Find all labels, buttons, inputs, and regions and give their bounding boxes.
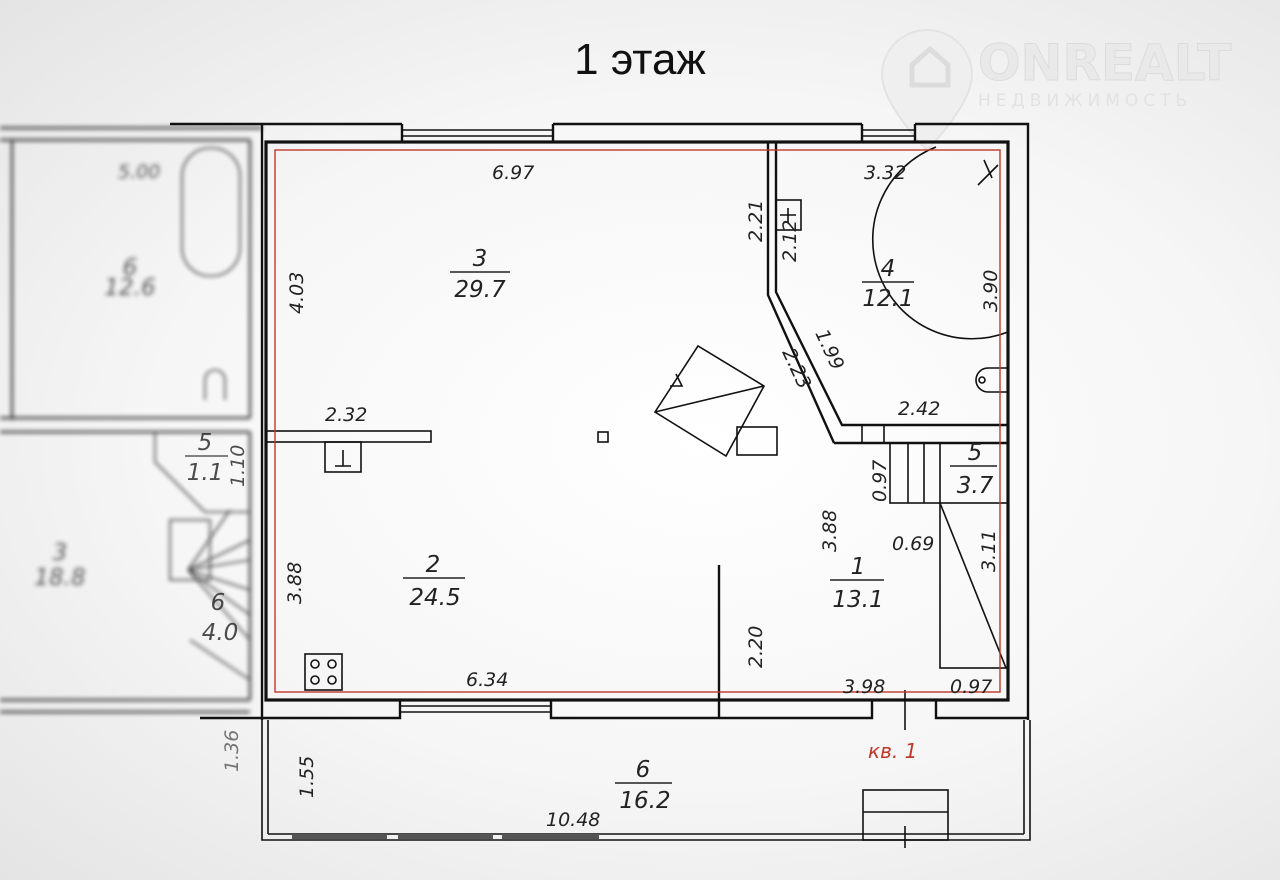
room-5-number: 5: [968, 440, 983, 466]
dimension: 2.20: [745, 626, 767, 668]
room-6-number: 6: [636, 757, 651, 783]
svg-text:3: 3: [53, 540, 68, 566]
dimension: 0.97: [869, 460, 891, 502]
neighbor-room-number: 6: [211, 590, 226, 616]
dimension: 2.21: [745, 200, 767, 242]
staircase: [889, 442, 1009, 669]
dimension: 10.48: [546, 809, 600, 831]
room-2-area: 24.5: [409, 585, 460, 611]
dimension: 6.34: [466, 669, 508, 691]
dimension: 1.10: [227, 445, 249, 487]
neighbor-apartment: 5.00 6 12.6 3 18.8: [0, 126, 262, 714]
house-icon: [909, 45, 951, 88]
neighbor-room-area: 4.0: [202, 620, 239, 646]
dimension: 3.88: [819, 510, 841, 552]
logo-tagline: НЕДВИЖИМОСТЬ: [978, 91, 1192, 111]
room-5-area: 3.7: [957, 473, 994, 499]
room-labels: 3 29.7 4 12.1 2 24.5 1 13.1 5 3.7 6 16.2: [403, 246, 997, 814]
neighbor-labels: 5 1.1 6 4.0: [185, 430, 238, 646]
dimension: 4.03: [286, 272, 308, 314]
apartment-label: кв. 1: [868, 739, 917, 763]
dimension: 1.55: [296, 756, 318, 798]
svg-text:6: 6: [123, 255, 138, 281]
dimension: 1.36: [221, 730, 243, 772]
dimension: 2.42: [898, 398, 940, 420]
balcony: [261, 720, 1031, 848]
room-4-area: 12.1: [862, 286, 913, 312]
map-pin-icon: [880, 28, 974, 152]
svg-text:18.8: 18.8: [34, 565, 85, 591]
dimension: 3.90: [980, 270, 1002, 312]
dimension: 3.11: [978, 530, 1000, 572]
room-1-number: 1: [851, 554, 866, 580]
neighbor-room-area: 1.1: [187, 460, 224, 486]
svg-text:5.00: 5.00: [118, 161, 160, 183]
door-swing: [872, 146, 1009, 340]
room-3-area: 29.7: [454, 277, 506, 303]
apartment-outline: [274, 149, 1001, 693]
walls: [170, 122, 1031, 848]
page-title: 1 этаж: [574, 35, 706, 84]
dimension: 2.32: [325, 404, 367, 426]
svg-text:12.6: 12.6: [104, 275, 155, 301]
dimension: 3.98: [843, 676, 885, 698]
dimension: 2.23: [777, 345, 815, 393]
dimension: 0.97: [950, 676, 992, 698]
dimension: 3.32: [864, 162, 906, 184]
room-4-number: 4: [881, 256, 896, 282]
dimension: 6.97: [492, 162, 534, 184]
dimension: 2.12: [779, 220, 801, 262]
logo-name: ONREALT: [978, 34, 1231, 92]
room-2-number: 2: [426, 552, 441, 578]
onrealt-logo: ONREALT НЕДВИЖИМОСТЬ: [880, 28, 1232, 152]
dimension: 1.99: [810, 326, 848, 374]
room-6-area: 16.2: [619, 788, 670, 814]
dimension: 3.88: [284, 562, 306, 604]
neighbor-room-number: 5: [198, 430, 213, 456]
room-3-number: 3: [473, 246, 488, 272]
dimension: 0.69: [892, 533, 934, 555]
room-1-area: 13.1: [832, 587, 883, 613]
